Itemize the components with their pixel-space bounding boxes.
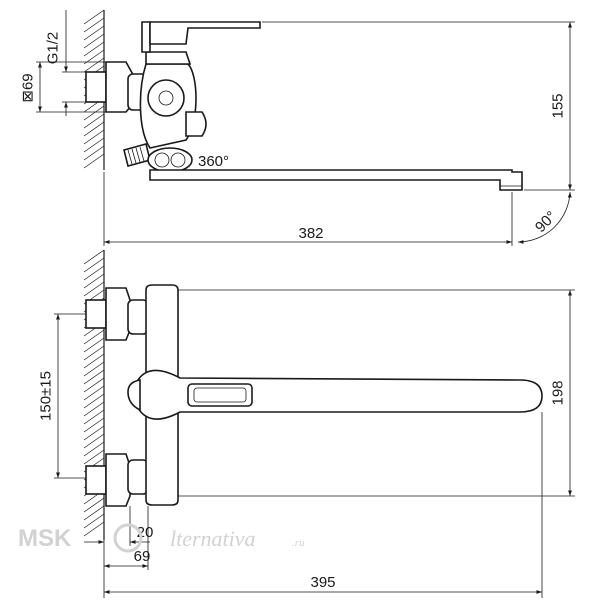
dimension-lines-side <box>36 10 575 246</box>
hatch-line <box>83 113 105 129</box>
hatch-line <box>83 257 105 273</box>
hatch-line <box>83 153 105 169</box>
hatch-line <box>83 393 105 409</box>
watermark-logo: MSK lternativa .ru <box>18 523 305 553</box>
hatch-line <box>83 401 105 417</box>
dimension-lines-front <box>54 290 572 598</box>
hatch-line <box>83 265 105 281</box>
watermark-brand-left: MSK <box>18 525 72 552</box>
hatch-line <box>83 33 105 49</box>
wall-offset-label: 69 <box>134 548 151 565</box>
hatch-line <box>83 17 105 33</box>
center-distance-label: 150±15 <box>38 371 55 421</box>
hatch-line <box>83 505 105 521</box>
hatch-line <box>83 105 105 121</box>
watermark-brand-suffix: .ru <box>292 537 305 549</box>
hatch-line <box>83 273 105 289</box>
hatch-line <box>83 449 105 465</box>
rotation-label: 360° <box>198 153 229 170</box>
hatch-line <box>83 41 105 57</box>
hatch-line <box>83 129 105 145</box>
hatch-line <box>83 281 105 297</box>
hatch-line <box>83 369 105 385</box>
hatch-line <box>83 409 105 425</box>
faucet-side-view <box>85 21 523 191</box>
hatch-line <box>83 121 105 137</box>
hatch-line <box>83 353 105 369</box>
hatch-line <box>83 385 105 401</box>
hatch-line <box>83 25 105 41</box>
thread-label: G1/2 <box>45 32 62 65</box>
faucet-front-view <box>85 284 575 507</box>
hatch-line <box>83 425 105 441</box>
hatch-line <box>83 345 105 361</box>
hatch-line <box>83 329 105 345</box>
spout-angle-label: 90° <box>532 208 560 236</box>
hatch-line <box>83 497 105 513</box>
hatch-line <box>83 57 105 73</box>
hatch-line <box>83 417 105 433</box>
wall-bottom <box>83 249 105 540</box>
hatch-line <box>83 521 105 537</box>
height-top-label: 155 <box>550 93 567 118</box>
hatch-line <box>83 137 105 153</box>
hatch-line <box>83 9 105 25</box>
hatch-line <box>83 377 105 393</box>
watermark-brand-right: lternativa <box>170 526 256 551</box>
hatch-line <box>83 249 105 265</box>
spout-length-label: 382 <box>298 225 323 242</box>
body-height-label: 198 <box>550 380 567 405</box>
hatch-line <box>83 441 105 457</box>
nut-size-label: ⊠69 <box>20 73 37 102</box>
watermark-a-icon <box>113 523 143 553</box>
hatch-line <box>83 513 105 529</box>
hatch-line <box>83 337 105 353</box>
hatch-line <box>83 361 105 377</box>
hatch-line <box>83 433 105 449</box>
total-length-label: 395 <box>310 574 335 591</box>
hatch-line <box>83 145 105 161</box>
